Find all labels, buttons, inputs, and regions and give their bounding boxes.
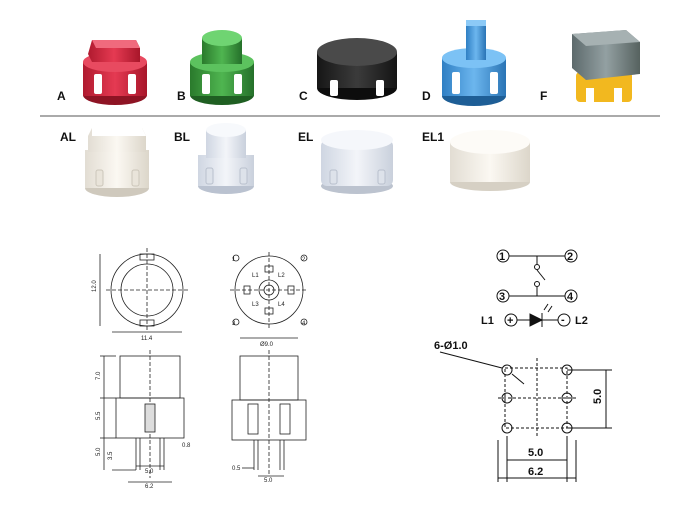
top-view-drawing	[99, 248, 188, 333]
product-label-d: D	[422, 89, 431, 103]
pcb-footprint	[439, 351, 612, 482]
footprint-holes: 6-Ø1.0	[434, 340, 468, 352]
dim-side-w: 5.0	[145, 469, 154, 475]
hole-tag-l4: L4	[278, 302, 285, 308]
schematic-led-l1: L1	[481, 315, 494, 327]
hole-tag-l3: L3	[252, 302, 259, 308]
footprint-pitch-h: 5.0	[528, 447, 543, 459]
dim-side2-w: 5.0	[264, 478, 273, 484]
button-b-green	[190, 30, 254, 105]
schematic-plus: +	[507, 315, 513, 327]
button-f-gray	[572, 30, 640, 102]
pin-tag-4: 4	[302, 321, 306, 327]
product-label-a: A	[57, 89, 66, 103]
product-label-f: F	[540, 89, 548, 103]
dim-top-h: 12.0	[92, 280, 98, 292]
dim-side-h4: 3.5	[108, 451, 114, 460]
button-al-white	[85, 128, 149, 197]
dim-top-w: 11.4	[141, 336, 153, 342]
product-label-c: C	[299, 89, 308, 103]
dim-side-h2: 5.5	[96, 411, 102, 420]
button-bl-translucent	[198, 123, 254, 194]
schematic-minus: -	[561, 314, 565, 326]
product-label-al: AL	[60, 130, 76, 144]
button-a-red	[83, 40, 147, 105]
hole-tag-l1: L1	[252, 273, 259, 279]
dim-side-w2: 6.2	[145, 484, 154, 490]
hole-tag-l2: L2	[278, 273, 285, 279]
button-el1-white	[450, 130, 530, 191]
product-label-el: EL	[298, 130, 314, 144]
pin-tag-1: 1	[232, 257, 236, 263]
schematic-pin-2: 2	[567, 251, 573, 263]
footprint-overall-w: 6.2	[528, 466, 543, 478]
dim-side-pin: 0.8	[182, 443, 191, 449]
schematic-pin-3: 3	[499, 291, 505, 303]
bottom-view-drawing	[230, 252, 308, 339]
dim-side2-pin: 0.5	[232, 466, 241, 472]
product-label-bl: BL	[174, 130, 190, 144]
dim-side-h3: 5.0	[96, 447, 102, 456]
button-c-black	[317, 38, 397, 100]
schematic-led-l2: L2	[575, 315, 588, 327]
schematic-pin-4: 4	[567, 291, 574, 303]
dim-side2-dia: Ø9.0	[260, 342, 274, 348]
dim-side-h1: 7.0	[96, 371, 102, 380]
button-el-translucent	[321, 130, 393, 194]
pin-tag-2: 2	[302, 257, 306, 263]
product-label-b: B	[177, 89, 186, 103]
product-label-el1: EL1	[422, 130, 445, 144]
circuit-schematic	[496, 249, 578, 327]
footprint-pitch-v: 5.0	[592, 389, 604, 404]
button-d-blue	[442, 20, 506, 106]
side-elevation-2-drawing	[231, 350, 307, 477]
side-elevation-drawing	[100, 350, 185, 483]
pin-tag-3: 3	[232, 321, 236, 327]
schematic-pin-1: 1	[499, 251, 505, 263]
